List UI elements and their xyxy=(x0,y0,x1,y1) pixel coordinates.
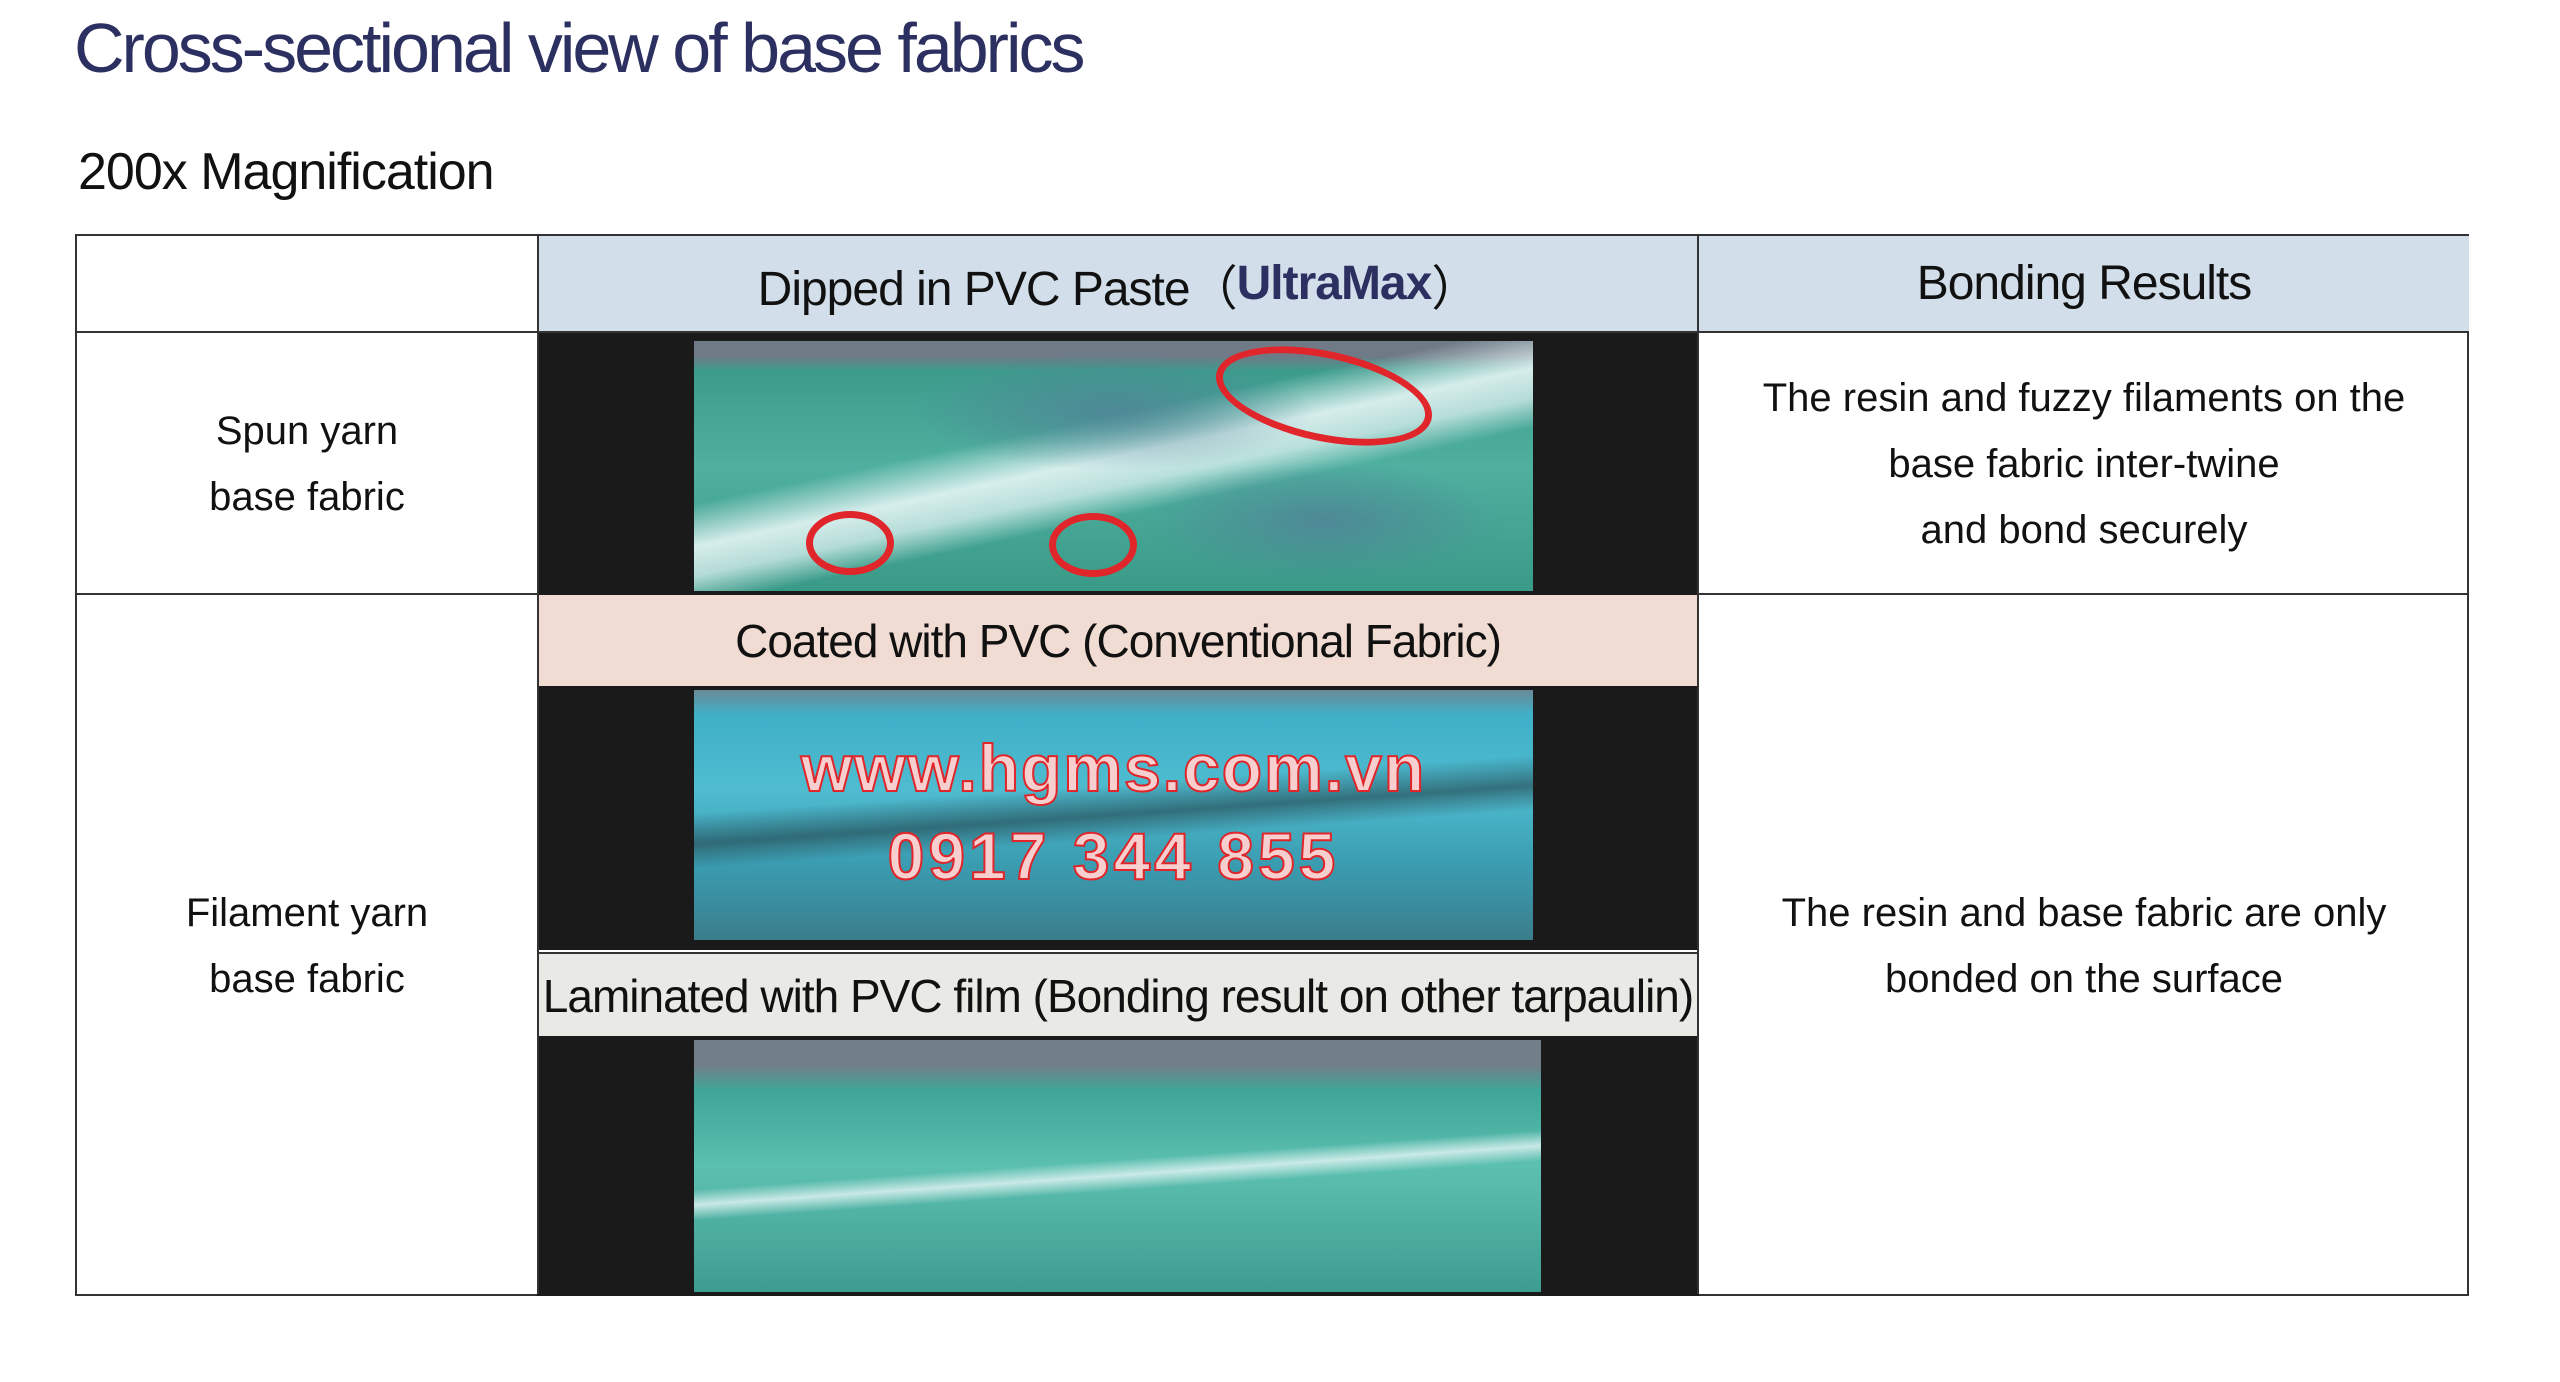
watermark-url: www.hgms.com.vn xyxy=(800,730,1427,806)
row-label-spun-yarn: Spun yarn base fabric xyxy=(77,333,537,595)
spun-label-line1: Spun yarn xyxy=(215,409,399,453)
result-filament-line2: bonded on the surface xyxy=(1884,956,2284,1001)
coated-pvc-label: Coated with PVC (Conventional Fabric) xyxy=(537,595,1699,686)
column-divider xyxy=(537,236,539,1294)
filament-label-line1: Filament yarn xyxy=(185,890,429,935)
comparison-table: Dipped in PVC Paste（UltraMax） Bonding Re… xyxy=(75,234,2469,1296)
highlight-ring-icon xyxy=(1049,513,1137,577)
row-label-filament-yarn: Filament yarn base fabric xyxy=(77,595,537,1296)
row-divider xyxy=(1699,593,2467,595)
coated-micrograph: www.hgms.com.vn 0917 344 855 xyxy=(694,690,1533,940)
page-title: Cross-sectional view of base fabrics xyxy=(74,9,1086,87)
result-spun-yarn: The resin and fuzzy filaments on the bas… xyxy=(1699,333,2469,595)
result-spun-line2: base fabric inter-twine xyxy=(1888,442,2280,486)
column-divider xyxy=(1697,236,1699,1294)
result-filament-line1: The resin and base fabric are only xyxy=(1781,890,2387,935)
header-empty-cell xyxy=(77,236,537,333)
header-dipped-text: Dipped in PVC Paste（ xyxy=(757,262,1238,316)
laminated-photo-frame xyxy=(537,1036,1699,1296)
laminated-pvc-label: Laminated with PVC film (Bonding result … xyxy=(537,952,1699,1038)
highlight-ring-icon xyxy=(806,511,894,575)
highlight-ring-icon xyxy=(1207,341,1441,463)
ultramax-brand: UltraMax xyxy=(1236,257,1433,310)
result-spun-line1: The resin and fuzzy filaments on the xyxy=(1762,376,2406,420)
header-paren-close: ） xyxy=(1431,262,1479,316)
watermark-phone: 0917 344 855 xyxy=(887,818,1340,894)
row-divider xyxy=(77,593,537,595)
coated-photo-frame: www.hgms.com.vn 0917 344 855 xyxy=(537,686,1699,950)
header-bonding-results: Bonding Results xyxy=(1699,236,2469,333)
spun-label-line2: base fabric xyxy=(209,475,405,519)
laminated-micrograph xyxy=(694,1040,1541,1292)
result-filament-yarn: The resin and base fabric are only bonde… xyxy=(1699,595,2469,1296)
filament-label-line2: base fabric xyxy=(209,956,405,1001)
spun-yarn-photo-frame xyxy=(537,333,1699,595)
spun-yarn-micrograph xyxy=(694,341,1533,591)
result-spun-line3: and bond securely xyxy=(1920,508,2248,552)
header-dipped-ultramax: Dipped in PVC Paste（UltraMax） xyxy=(537,236,1699,333)
magnification-subtitle: 200x Magnification xyxy=(78,143,495,201)
filament-middle-column: Coated with PVC (Conventional Fabric) ww… xyxy=(537,595,1699,1296)
